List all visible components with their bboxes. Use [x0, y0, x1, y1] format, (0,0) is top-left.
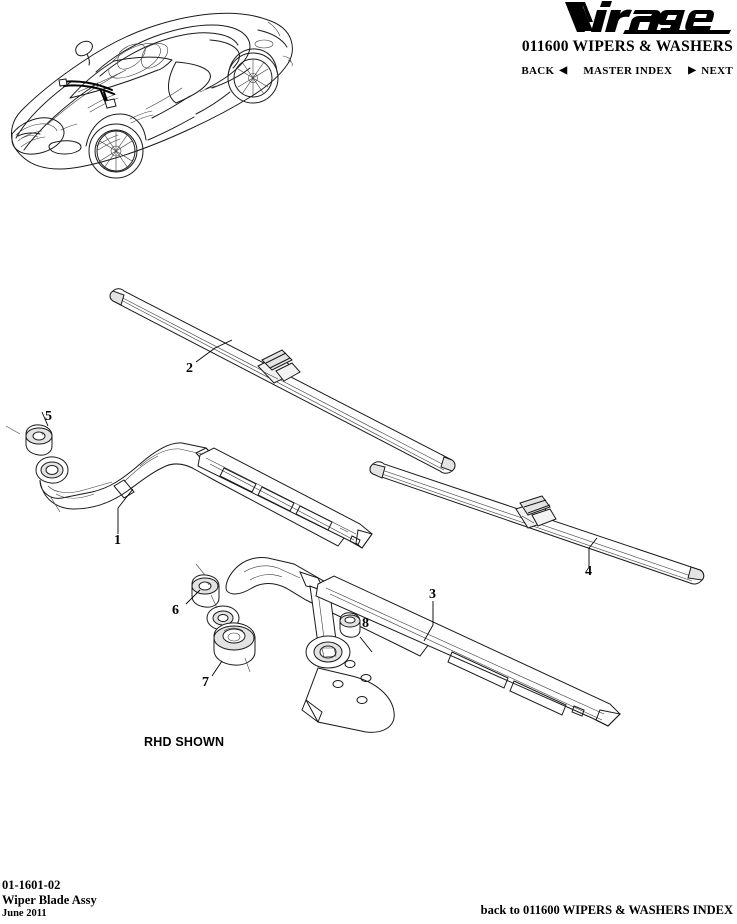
part-pivot-nut-cap-driver — [25, 424, 53, 456]
part-wiper-arm-passenger — [225, 557, 622, 733]
header-navigation: BACK ◀ MASTER INDEX ▶ NEXT — [435, 65, 735, 77]
callout-number-8: 8 — [362, 616, 369, 631]
part-pivot-nut-cap-passenger — [191, 574, 240, 631]
rhd-shown-note: RHD SHOWN — [144, 735, 225, 749]
page-header: 011600 WIPERS & WASHERS BACK ◀ MASTER IN… — [435, 0, 735, 77]
footer-date: June 2011 — [2, 907, 47, 919]
callout-number-5: 5 — [45, 409, 52, 424]
exploded-parts-diagram — [5, 288, 705, 733]
callout-number-4: 4 — [585, 564, 592, 579]
part-pivot-bushing — [213, 622, 256, 666]
nav-master-index-link[interactable]: MASTER INDEX — [583, 65, 673, 77]
callout-number-6: 6 — [172, 603, 179, 618]
part-wiper-arm-driver — [35, 442, 373, 549]
nav-back-link[interactable]: BACK — [521, 65, 555, 77]
callout-leader-lines — [5, 339, 598, 677]
part-wiper-blade-lower — [369, 461, 705, 585]
back-arrow-icon[interactable]: ◀ — [559, 65, 568, 76]
part-wiper-blade-upper — [109, 288, 456, 474]
virage-logo — [435, 0, 735, 34]
callout-number-3: 3 — [429, 587, 436, 602]
page-title: 011600 WIPERS & WASHERS — [521, 38, 733, 55]
footer-part-number: 01-1601-02 — [2, 878, 61, 893]
next-arrow-icon[interactable]: ▶ — [688, 65, 697, 76]
part-mounting-fastener — [339, 612, 361, 638]
nav-next-link[interactable]: NEXT — [701, 65, 733, 77]
page-footer-left: 01-1601-02 Wiper Blade Assy June 2011 — [2, 878, 97, 920]
callout-number-1: 1 — [114, 533, 121, 548]
callout-number-2: 2 — [186, 361, 193, 376]
vehicle-illustration — [11, 12, 293, 179]
callout-number-7: 7 — [202, 675, 209, 690]
footer-description: Wiper Blade Assy — [2, 892, 97, 907]
footer-index-link[interactable]: back to 011600 WIPERS & WASHERS INDEX — [480, 903, 733, 917]
